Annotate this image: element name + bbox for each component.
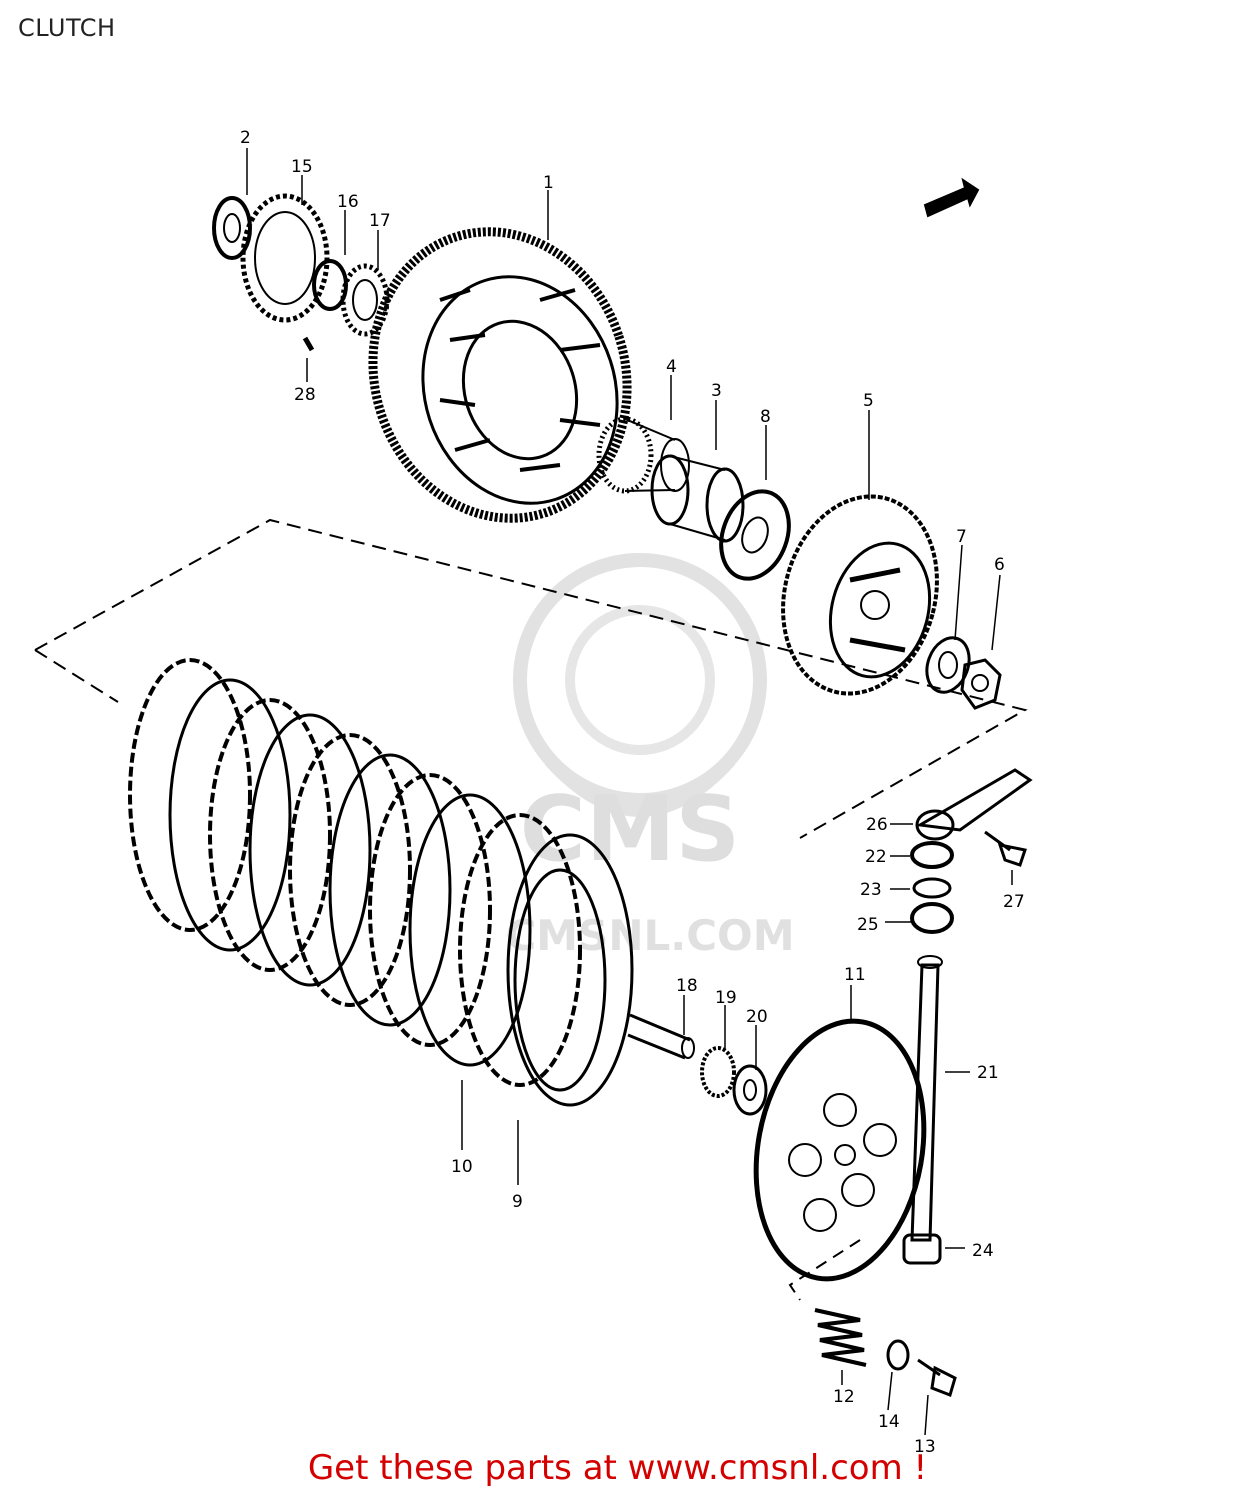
label-part-19: 19 — [715, 988, 737, 1008]
label-part-27: 27 — [1003, 892, 1025, 912]
part-27-bolt — [984, 830, 1027, 867]
label-part-6: 6 — [994, 555, 1005, 575]
part-19-thrust-bearing — [700, 1046, 736, 1098]
part-2-washer — [212, 196, 252, 260]
label-part-18: 18 — [676, 976, 698, 996]
part-23-ring — [912, 877, 952, 899]
part-25-bearing — [910, 902, 954, 934]
part-4-needle-bearing — [596, 416, 690, 494]
label-part-23: 23 — [860, 880, 882, 900]
part-3-sleeve — [650, 454, 745, 543]
label-part-21: 21 — [977, 1063, 999, 1083]
label-part-9: 9 — [512, 1192, 523, 1212]
page-title: CLUTCH — [18, 14, 116, 42]
label-part-1: 1 — [543, 173, 554, 193]
label-part-13: 13 — [914, 1437, 936, 1457]
label-part-4: 4 — [666, 357, 677, 377]
label-part-11: 11 — [844, 965, 866, 985]
part-26-release-lever — [915, 768, 1033, 841]
label-part-28: 28 — [294, 385, 316, 405]
label-part-26: 26 — [866, 815, 888, 835]
label-part-15: 15 — [291, 157, 313, 177]
label-part-2: 2 — [240, 128, 251, 148]
label-part-16: 16 — [337, 192, 359, 212]
part-18-push-rod — [627, 1013, 695, 1060]
footer-link[interactable]: Get these parts at www.cmsnl.com ! — [307, 1448, 928, 1488]
watermark-logo: CMS CMSNL.COM — [505, 553, 795, 960]
label-part-10: 10 — [451, 1157, 473, 1177]
part-5-clutch-hub — [781, 494, 939, 696]
part-7-lock-washer — [925, 636, 971, 694]
assembly-boundary — [34, 518, 1028, 839]
label-part-3: 3 — [711, 381, 722, 401]
watermark-brand: CMS — [520, 777, 740, 882]
label-part-5: 5 — [863, 391, 874, 411]
part-1-clutch-housing — [368, 227, 632, 523]
label-part-7: 7 — [956, 527, 967, 547]
part-11-pressure-plate — [753, 1018, 927, 1282]
part-12-spring — [814, 1308, 867, 1367]
clutch-plates-stack — [128, 658, 634, 1107]
part-13-bolt — [917, 1358, 957, 1397]
label-part-14: 14 — [878, 1412, 900, 1432]
assembly-boundary-lower — [788, 1239, 861, 1301]
label-part-24: 24 — [972, 1241, 994, 1261]
part-24-bearing — [902, 1233, 942, 1265]
label-part-8: 8 — [760, 407, 771, 427]
part-8-washer — [719, 489, 791, 581]
leader-lines — [246, 148, 1013, 1436]
part-22-seal — [910, 841, 954, 869]
label-part-22: 22 — [865, 847, 887, 867]
watermark-site: CMSNL.COM — [505, 911, 794, 960]
label-part-20: 20 — [746, 1007, 768, 1027]
label-part-25: 25 — [857, 915, 879, 935]
part-6-nut — [960, 658, 1002, 710]
part-21-release-shaft — [910, 955, 943, 1242]
label-part-12: 12 — [833, 1387, 855, 1407]
part-28-pin — [302, 336, 315, 352]
label-part-17: 17 — [369, 211, 391, 231]
part-20-washer — [732, 1064, 768, 1116]
part-14-washer — [886, 1339, 910, 1371]
part-15-sprocket — [240, 193, 330, 323]
fwd-arrow-icon — [923, 177, 980, 218]
